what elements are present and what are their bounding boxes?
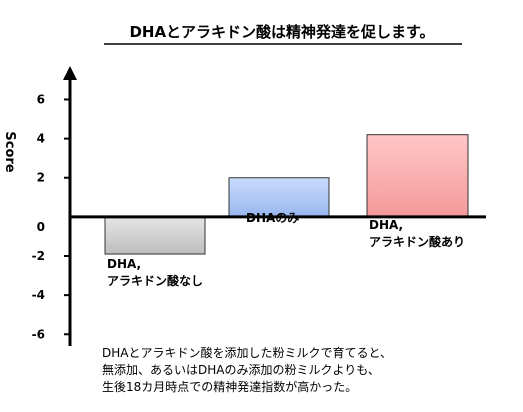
category-label-group: DHA, アラキドン酸なし DHAのみ DHA, アラキドン酸あり [107,211,465,288]
y-tick-label: 6 [37,92,45,106]
category-label-line: アラキドン酸あり [369,234,465,249]
category-label-1: DHAのみ [246,211,299,225]
category-label-line: DHAのみ [246,211,299,225]
bar-group [104,134,469,255]
category-label-0: DHA, アラキドン酸なし [107,257,203,288]
y-tick-label: -2 [32,249,45,263]
bar-2 [366,134,469,218]
category-label-line: アラキドン酸なし [107,273,203,288]
bar-1 [228,177,330,218]
y-tick-label: 0 [37,220,45,234]
y-tick-label: 2 [37,171,45,185]
y-axis-label: Score [2,131,17,172]
y-tick-label: -6 [32,327,45,341]
annotation-line-1: DHAとアラキドン酸を添加した粉ミルクで育てると、 [102,345,392,360]
category-label-line: DHA, [369,218,403,232]
y-axis-arrow [63,66,77,80]
y-tick-group: 6 4 2 0 -2 -4 -6 [32,92,70,341]
chart-annotation: DHAとアラキドン酸を添加した粉ミルクで育てると、 無添加、あるいはDHAのみ添… [102,345,396,394]
y-tick-label: -4 [32,288,45,302]
chart-title: DHAとアラキドン酸は精神発達を促します。 [129,23,434,41]
category-label-2: DHA, アラキドン酸あり [369,218,465,249]
annotation-line-2: 無添加、あるいはDHAのみ添加の粉ミルクよりも、 [102,362,380,377]
bar-0 [104,216,206,255]
category-label-line: DHA, [107,257,141,271]
annotation-line-3: 生後18カ月時点での精神発達指数が高かった。 [102,379,357,394]
y-tick-label: 4 [37,132,45,146]
